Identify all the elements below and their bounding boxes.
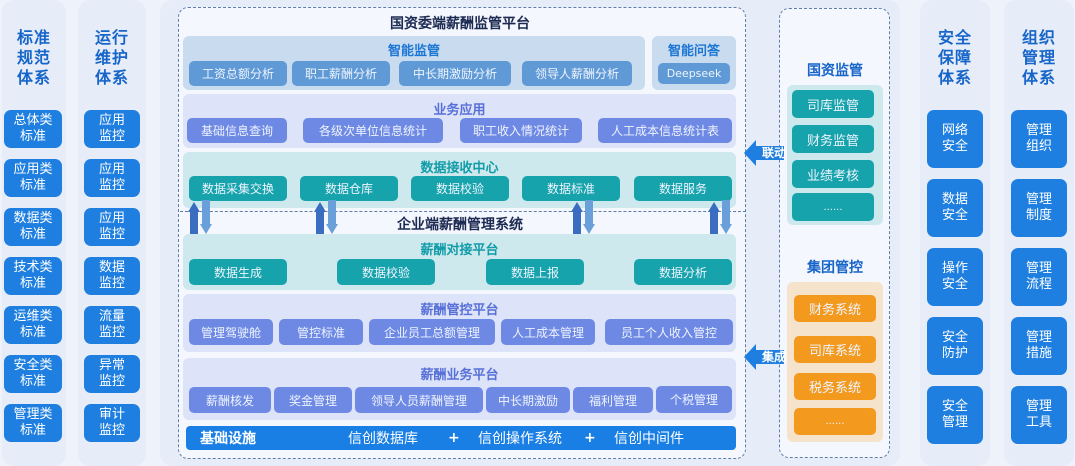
business-app-item[interactable]: 人工成本信息统计表 xyxy=(598,118,732,143)
control-platform-item[interactable]: 企业员工总额管理 xyxy=(369,319,495,345)
enterprise-system-title: 企业端薪酬管理系统 xyxy=(397,217,523,233)
smart-supervision-item[interactable]: 领导人薪酬分析 xyxy=(522,61,632,86)
organization-column: 组织 管理 体系 管理 组织 管理 制度 管理 流程 管理 措施 管理 工具 xyxy=(1004,0,1074,466)
docking-platform-item[interactable]: 数据分析 xyxy=(634,259,732,285)
business-apps-title: 业务应用 xyxy=(433,103,486,118)
monitor-item[interactable]: 流量 监控 xyxy=(84,306,140,344)
sync-arrow-icon xyxy=(571,200,595,236)
sasac-item[interactable]: 财务监管 xyxy=(792,125,874,153)
business-app-item[interactable]: 职工收入情况统计 xyxy=(460,118,582,143)
platform-divider xyxy=(180,211,746,212)
security-item[interactable]: 操作 安全 xyxy=(927,248,983,306)
smart-supervision-item[interactable]: 职工薪酬分析 xyxy=(292,61,390,86)
business-platform-item[interactable]: 奖金管理 xyxy=(274,387,352,413)
left-arrow-icon xyxy=(744,344,784,370)
docking-platform-item[interactable]: 数据上报 xyxy=(486,259,584,285)
data-center-item[interactable]: 数据标准 xyxy=(522,176,620,201)
sync-arrow-icon xyxy=(188,200,212,236)
organization-item[interactable]: 管理 制度 xyxy=(1011,179,1067,237)
infrastructure-bar: 基础设施 信创数据库 + 信创操作系统 + 信创中间件 xyxy=(186,426,736,450)
operations-column-title: 运行 维护 体系 xyxy=(94,28,129,87)
sasac-supervision-title: 国资监管 xyxy=(807,63,863,79)
security-item[interactable]: 网络 安全 xyxy=(927,110,983,168)
sasac-platform-title: 国资委端薪酬监管平台 xyxy=(390,16,530,32)
business-app-item[interactable]: 基础信息查询 xyxy=(187,118,287,143)
organization-item[interactable]: 管理 措施 xyxy=(1011,317,1067,375)
control-platform-item[interactable]: 人工成本管理 xyxy=(501,319,595,345)
sync-arrow-icon xyxy=(314,200,338,236)
control-platform-item[interactable]: 管理驾驶舱 xyxy=(189,319,273,345)
control-platform-title: 薪酬管控平台 xyxy=(420,303,499,318)
business-platform-item[interactable]: 中长期激励 xyxy=(486,387,570,413)
organization-item[interactable]: 管理 流程 xyxy=(1011,248,1067,306)
security-column-title: 安全 保障 体系 xyxy=(937,28,972,87)
monitor-item[interactable]: 异常 监控 xyxy=(84,355,140,393)
group-control-title: 集团管控 xyxy=(807,260,863,276)
standard-item[interactable]: 总体类 标准 xyxy=(4,110,62,148)
standards-column: 标准 规范 体系 总体类 标准 应用类 标准 数据类 标准 技术类 标准 运维类… xyxy=(2,0,66,466)
monitor-item[interactable]: 数据 监控 xyxy=(84,257,140,295)
group-item[interactable]: 税务系统 xyxy=(794,373,876,400)
business-platform-item[interactable]: 个税管理 xyxy=(656,386,732,413)
standard-item[interactable]: 运维类 标准 xyxy=(4,306,62,344)
security-item[interactable]: 安全 管理 xyxy=(927,386,983,444)
security-column: 安全 保障 体系 网络 安全 数据 安全 操作 安全 安全 防护 安全 管理 xyxy=(920,0,990,466)
smart-supervision-item[interactable]: 工资总额分析 xyxy=(189,61,287,86)
smart-supervision-title: 智能监管 xyxy=(387,44,440,59)
data-center-item[interactable]: 数据服务 xyxy=(634,176,732,201)
business-platform-title: 薪酬业务平台 xyxy=(420,368,499,383)
group-item[interactable]: 司库系统 xyxy=(794,336,876,363)
infrastructure-item[interactable]: 信创中间件 xyxy=(614,431,684,447)
group-item[interactable]: ...... xyxy=(794,408,876,435)
smart-qa-title: 智能问答 xyxy=(667,44,720,59)
control-platform-item[interactable]: 员工个人收入管控 xyxy=(605,319,733,345)
standard-item[interactable]: 技术类 标准 xyxy=(4,257,62,295)
sasac-item[interactable]: ...... xyxy=(792,193,874,221)
monitor-item[interactable]: 应用 监控 xyxy=(84,208,140,246)
business-platform-item[interactable]: 薪酬核发 xyxy=(189,387,271,413)
linkage-label: 联动 xyxy=(761,146,786,160)
control-platform-item[interactable]: 管控标准 xyxy=(279,319,363,345)
docking-platform-title: 薪酬对接平台 xyxy=(420,243,499,258)
sasac-item[interactable]: 司库监管 xyxy=(792,90,874,118)
sync-arrow-icon xyxy=(708,200,732,236)
integration-arrow: 集成 xyxy=(744,344,788,370)
docking-platform-item[interactable]: 数据校验 xyxy=(337,259,435,285)
deepseek-item[interactable]: Deepseek xyxy=(658,63,730,84)
sasac-item[interactable]: 业绩考核 xyxy=(792,160,874,188)
business-platform-item[interactable]: 领导人员薪酬管理 xyxy=(355,387,483,413)
data-center-title: 数据接收中心 xyxy=(420,161,499,176)
data-center-item[interactable]: 数据采集交换 xyxy=(189,176,287,201)
organization-item[interactable]: 管理 工具 xyxy=(1011,386,1067,444)
infrastructure-label: 基础设施 xyxy=(200,431,256,447)
organization-column-title: 组织 管理 体系 xyxy=(1021,28,1056,87)
group-item[interactable]: 财务系统 xyxy=(794,295,876,322)
monitor-item[interactable]: 审计 监控 xyxy=(84,404,140,442)
security-item[interactable]: 数据 安全 xyxy=(927,179,983,237)
standard-item[interactable]: 安全类 标准 xyxy=(4,355,62,393)
standard-item[interactable]: 数据类 标准 xyxy=(4,208,62,246)
docking-platform-item[interactable]: 数据生成 xyxy=(189,259,287,285)
linkage-arrow: 联动 xyxy=(744,140,788,166)
standard-item[interactable]: 应用类 标准 xyxy=(4,159,62,197)
data-center-item[interactable]: 数据仓库 xyxy=(300,176,398,201)
integration-label: 集成 xyxy=(761,350,786,364)
standard-item[interactable]: 管理类 标准 xyxy=(4,404,62,442)
plus-icon: + xyxy=(584,430,596,446)
infrastructure-item[interactable]: 信创数据库 xyxy=(348,431,418,447)
standards-column-title: 标准 规范 体系 xyxy=(16,28,51,87)
business-app-item[interactable]: 各级次单位信息统计 xyxy=(303,118,443,143)
infrastructure-item[interactable]: 信创操作系统 xyxy=(478,431,562,447)
business-platform-item[interactable]: 福利管理 xyxy=(573,387,653,413)
smart-supervision-item[interactable]: 中长期激励分析 xyxy=(399,61,511,86)
left-arrow-icon xyxy=(744,140,784,166)
data-center-item[interactable]: 数据校验 xyxy=(411,176,509,201)
monitor-item[interactable]: 应用 监控 xyxy=(84,110,140,148)
plus-icon: + xyxy=(448,430,460,446)
monitor-item[interactable]: 应用 监控 xyxy=(84,159,140,197)
operations-column: 运行 维护 体系 应用 监控 应用 监控 应用 监控 数据 监控 流量 监控 异… xyxy=(78,0,146,466)
security-item[interactable]: 安全 防护 xyxy=(927,317,983,375)
organization-item[interactable]: 管理 组织 xyxy=(1011,110,1067,168)
